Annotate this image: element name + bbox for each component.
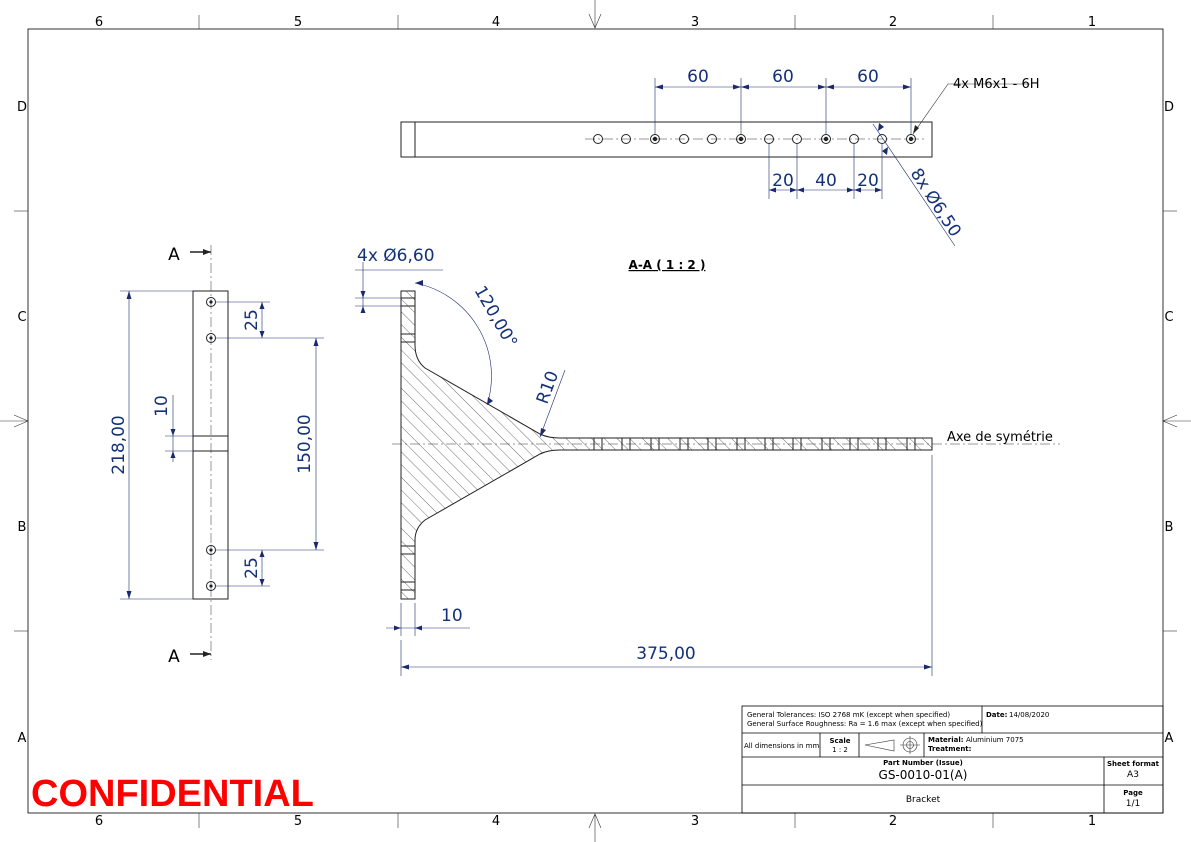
hole-callout-top: 8x Ø6,50: [906, 165, 965, 241]
part-number-label: Part Number (Issue): [883, 759, 963, 767]
zone-label-side: D: [17, 100, 27, 115]
zone-label-side: C: [1164, 310, 1173, 325]
dim-thickness: 10: [441, 606, 463, 626]
sheet-format-label: Sheet format: [1107, 760, 1160, 768]
dim-60-b: 60: [772, 67, 794, 87]
zone-label-top: 4: [492, 15, 500, 30]
date-value: 14/08/2020: [1009, 711, 1049, 719]
material-value: Aluminium 7075: [966, 736, 1024, 744]
scale-label: Scale: [829, 737, 850, 745]
dim-25-bottom: 25: [242, 557, 262, 579]
top-view: 60 60 60 4x M6x1 - 6H 20 40 20 8x Ø6,50: [400, 67, 1040, 247]
page-label: Page: [1123, 789, 1143, 797]
material-label: Material:: [928, 736, 964, 744]
hole-leader-diagonal: [872, 123, 956, 247]
dim-25-top: 25: [242, 309, 262, 331]
part-number-value: GS-0010-01(A): [879, 768, 968, 782]
dimension-20-40-20-chain: [768, 144, 883, 199]
zone-label-side: B: [1165, 520, 1174, 535]
units-note: All dimensions in mm: [744, 742, 819, 750]
zone-label-top: 1: [1088, 15, 1096, 30]
radius-callout: R10: [533, 368, 563, 406]
sheet-format-value: A3: [1127, 770, 1139, 780]
dim-60-a: 60: [687, 67, 709, 87]
top-view-holes: [593, 134, 916, 144]
section-title: A-A ( 1 : 2 ): [629, 258, 706, 272]
confidential-watermark: CONFIDENTIAL: [31, 773, 314, 815]
section-cut-label-top: A: [168, 245, 180, 265]
zone-label-top: 2: [889, 15, 897, 30]
zone-label-top: 3: [691, 15, 699, 30]
dim-218: 218,00: [109, 415, 129, 474]
zone-label-bottom: 6: [95, 814, 103, 829]
hole-callout-left: 4x Ø6,60: [357, 246, 435, 266]
scale-value: 1 : 2: [832, 746, 848, 754]
angle-callout: 120,00°: [470, 283, 521, 352]
zone-label-side: A: [1165, 731, 1174, 746]
zone-label-top: 6: [95, 15, 103, 30]
zone-label-top: 5: [294, 15, 302, 30]
section-view: Axe de symétrie 4x Ø6,60 120,00° R10 10 …: [355, 246, 1060, 676]
zone-label-side: D: [1164, 100, 1174, 115]
page-value: 1/1: [1126, 799, 1140, 809]
dim-10-gap: 10: [152, 395, 172, 417]
side-view: A A 218,00 150,00 25 25 10: [109, 245, 324, 667]
zone-label-side: B: [18, 520, 27, 535]
symmetry-axis-label: Axe de symétrie: [947, 430, 1053, 445]
zone-label-side: A: [18, 731, 27, 746]
dim-20-a: 20: [772, 171, 794, 191]
title-block: General Tolerances: ISO 2768 mK (except …: [741, 705, 1164, 814]
dim-40: 40: [815, 171, 837, 191]
part-description: Bracket: [906, 795, 941, 805]
zone-label-bottom: 1: [1088, 814, 1096, 829]
tolerances-note: General Tolerances: ISO 2768 mK (except …: [747, 711, 950, 719]
date-label: Date:: [986, 711, 1008, 719]
thread-leader: [912, 83, 1030, 135]
thread-callout: 4x M6x1 - 6H: [953, 77, 1040, 92]
zone-label-side: C: [17, 310, 26, 325]
zone-label-bottom: 4: [492, 814, 500, 829]
dim-60-c: 60: [857, 67, 879, 87]
dimension-60-chain: [654, 78, 912, 134]
dim-150: 150,00: [295, 414, 315, 473]
zone-label-bottom: 5: [294, 814, 302, 829]
dim-20-b: 20: [857, 171, 879, 191]
treatment-label: Treatment:: [928, 745, 972, 753]
zone-label-bottom: 3: [691, 814, 699, 829]
section-cut-label-bottom: A: [168, 647, 180, 667]
zone-label-bottom: 2: [889, 814, 897, 829]
roughness-note: General Surface Roughness: Ra = 1.6 max …: [747, 720, 983, 728]
dim-375: 375,00: [636, 644, 695, 664]
projection-symbol-icon: [864, 736, 920, 754]
